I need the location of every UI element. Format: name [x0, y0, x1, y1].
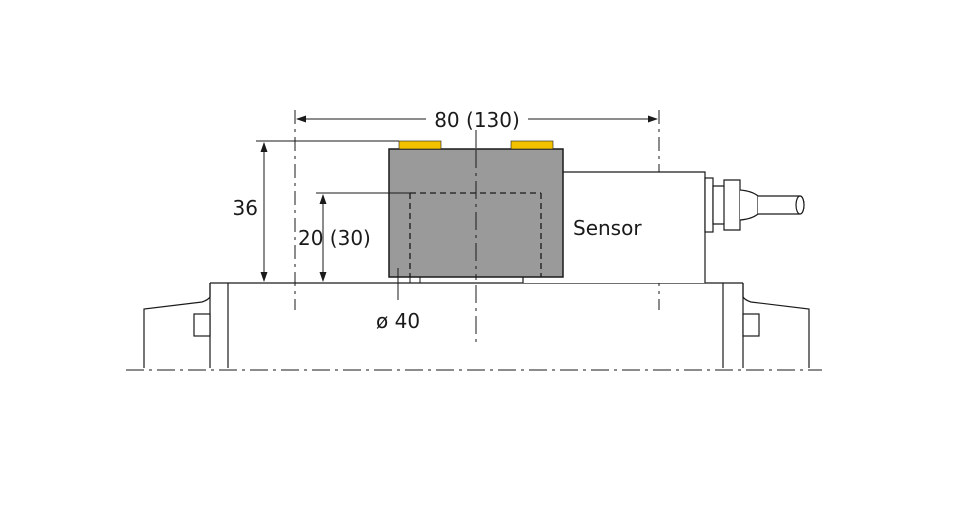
right-clamp-bolt — [742, 313, 760, 337]
total-height-label: 36 — [233, 196, 258, 220]
led-left — [398, 140, 442, 150]
left-clamp-bolt — [193, 313, 211, 337]
diameter-label: ø 40 — [376, 309, 420, 333]
cable-gland — [704, 177, 759, 233]
bore-projection-lines — [409, 277, 524, 283]
inner-bore-hidden-lines — [409, 192, 542, 277]
inner-height-label: 20 (30) — [298, 226, 371, 250]
led-right — [510, 140, 554, 150]
sensor-label: Sensor — [573, 216, 642, 240]
width-dimension-label: 80 (130) — [434, 108, 520, 132]
cable — [758, 195, 805, 215]
